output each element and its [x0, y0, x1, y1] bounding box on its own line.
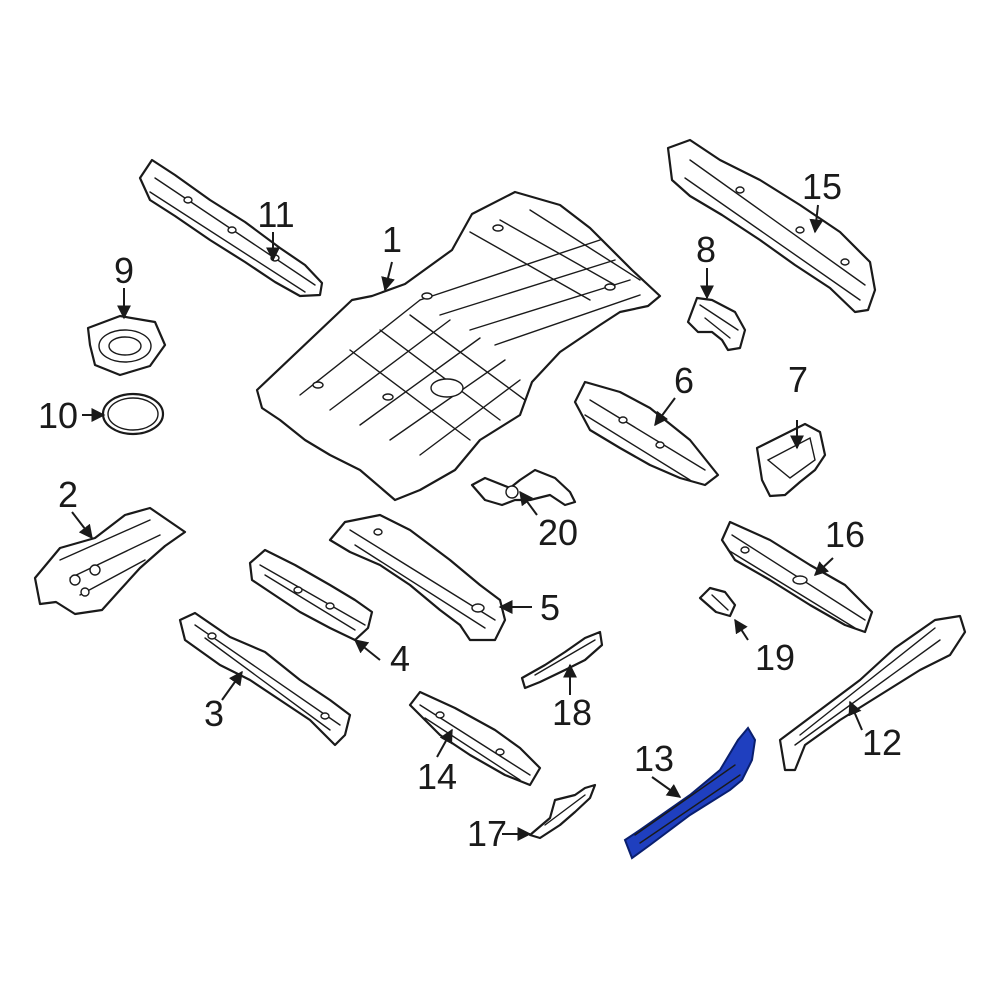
- part-8-bracket[interactable]: [686, 296, 747, 352]
- callout-14: 14: [417, 756, 457, 797]
- callout-3: 3: [204, 693, 224, 734]
- part-2-bracket[interactable]: [33, 506, 187, 616]
- part-18-bracket[interactable]: [520, 630, 604, 690]
- callout-4: 4: [390, 638, 410, 679]
- part-1-floor-pan[interactable]: [255, 190, 662, 502]
- callout-5: 5: [540, 587, 560, 628]
- callout-13: 13: [634, 738, 674, 779]
- leader-16: [813, 557, 834, 576]
- callout-15: 15: [802, 166, 842, 207]
- part-6-member[interactable]: [573, 380, 720, 487]
- callout-17: 17: [467, 813, 507, 854]
- part-14-crossmember[interactable]: [408, 690, 542, 787]
- callout-19: 19: [755, 637, 795, 678]
- callout-labels: 1 2 3 4 5 6 7 8 9 10 11 12 13 14 15 16 1…: [38, 166, 902, 854]
- callout-1: 1: [382, 219, 402, 260]
- part-13-highlighted-member[interactable]: [623, 726, 757, 860]
- leader-lines: [71, 204, 863, 841]
- callout-20: 20: [538, 512, 578, 553]
- part-17-bracket[interactable]: [528, 783, 597, 840]
- callout-7: 7: [788, 359, 808, 400]
- leader-2: [71, 511, 93, 540]
- leader-20: [519, 490, 538, 516]
- part-16-member[interactable]: [720, 520, 874, 634]
- leader-15: [809, 204, 824, 234]
- leader-19: [734, 618, 749, 641]
- callout-2: 2: [58, 474, 78, 515]
- part-15-rear-crossmember[interactable]: [666, 138, 877, 314]
- callout-12: 12: [862, 722, 902, 763]
- part-9-cover-plate[interactable]: [86, 314, 167, 377]
- callout-18: 18: [552, 692, 592, 733]
- part-19-plug[interactable]: [698, 586, 737, 618]
- leader-14: [436, 728, 453, 758]
- leader-3: [221, 670, 243, 701]
- part-11-crossmember[interactable]: [138, 158, 324, 298]
- part-20-bracket[interactable]: [470, 468, 577, 507]
- callout-8: 8: [696, 229, 716, 270]
- leader-13: [651, 776, 682, 798]
- callout-10: 10: [38, 395, 78, 436]
- part-7-bracket[interactable]: [755, 422, 827, 498]
- leader-1: [381, 261, 395, 292]
- part-5-crossmember[interactable]: [328, 513, 507, 642]
- part-3-crossmember[interactable]: [178, 611, 352, 747]
- callout-11: 11: [257, 194, 294, 235]
- leader-6: [654, 397, 676, 427]
- leader-4: [353, 639, 381, 661]
- part-12-side-member[interactable]: [778, 614, 967, 772]
- callout-6: 6: [674, 360, 694, 401]
- callout-16: 16: [825, 514, 865, 555]
- part-10-seal-ring[interactable]: [101, 392, 165, 436]
- leader-12: [848, 700, 863, 731]
- part-4-rail[interactable]: [248, 548, 374, 642]
- callout-9: 9: [114, 250, 134, 291]
